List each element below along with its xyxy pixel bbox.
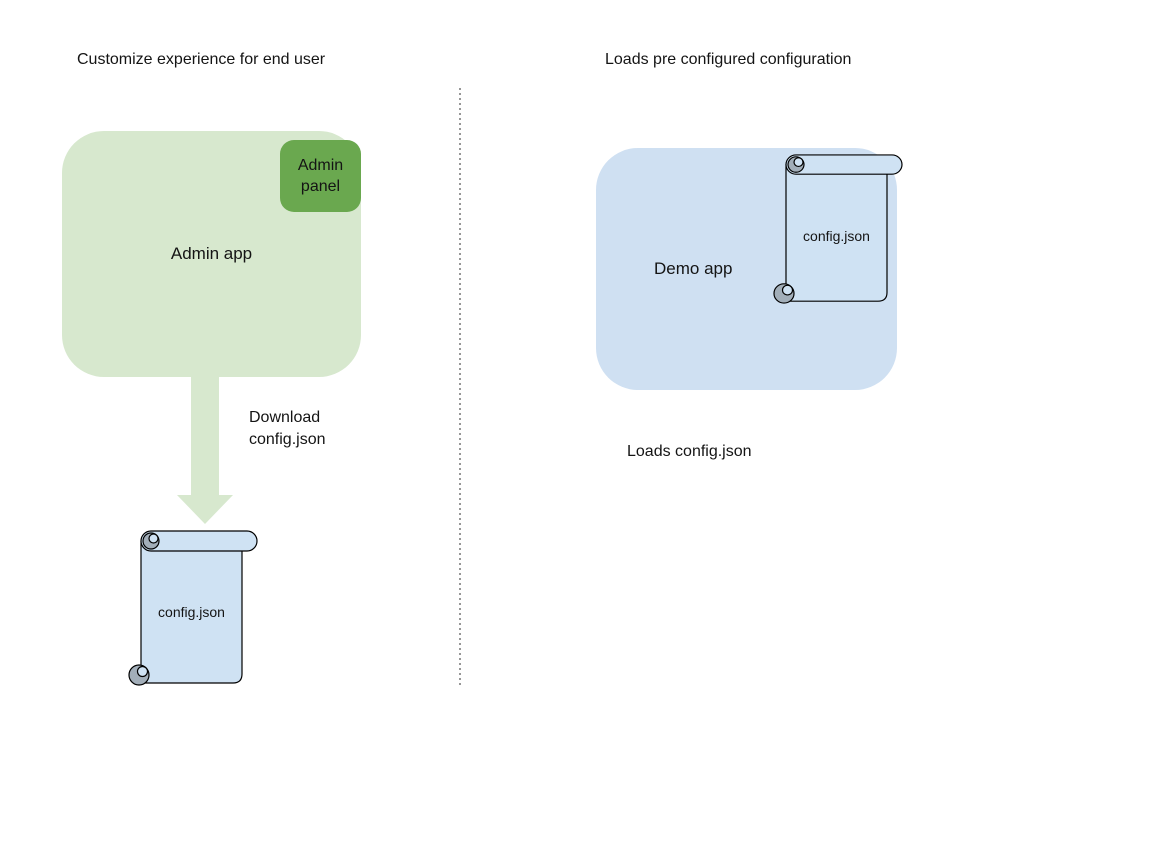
demo-app-label: Demo app — [654, 259, 733, 278]
section-divider-line — [459, 88, 461, 686]
loads-config-caption: Loads config.json — [627, 443, 752, 460]
config-json-scroll-right: config.json — [771, 153, 904, 305]
config-json-label-right: config.json — [803, 228, 870, 244]
admin-app-box: Admin app Admin panel — [62, 131, 361, 377]
config-json-label-left: config.json — [158, 604, 225, 620]
left-section-title: Customize experience for end user — [77, 51, 326, 68]
config-json-scroll-left: config.json — [126, 529, 259, 687]
download-caption: Download config.json — [249, 409, 326, 448]
admin-app-label: Admin app — [170, 244, 253, 263]
download-arrow-icon — [177, 377, 233, 524]
right-section-title: Loads pre configured configuration — [605, 51, 852, 68]
admin-panel-box: Admin panel — [280, 140, 361, 212]
